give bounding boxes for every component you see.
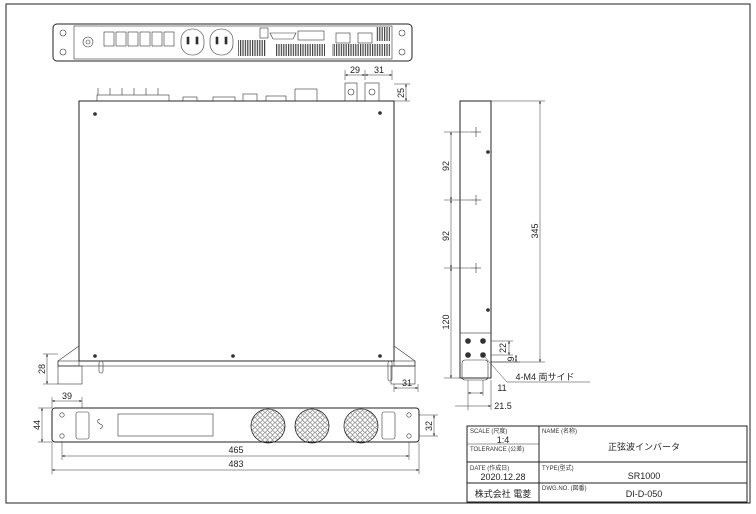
logo-icon [97, 418, 103, 430]
vent-grille-icon [294, 408, 330, 444]
dim-label: 39 [62, 391, 72, 401]
dim-label: 9 [506, 356, 516, 361]
ground-terminal-icon [82, 36, 94, 48]
mounting-hole-icon [59, 29, 67, 37]
type-value: SR1000 [628, 471, 661, 481]
mounting-hole-icon [398, 29, 406, 37]
rear-panel-view [52, 23, 413, 62]
dim-label: 465 [228, 445, 243, 455]
date-label: DATE (作成日) [470, 464, 509, 472]
drawing-number: DI-D-050 [626, 489, 663, 499]
date-value: 2020.12.28 [480, 472, 525, 482]
dim-label: 92 [441, 231, 451, 241]
product-name: 正弦波インバータ [608, 441, 680, 452]
front-view [51, 407, 420, 444]
hole-note: 4-M4 両サイド [515, 372, 574, 382]
dim-label: 32 [424, 421, 434, 431]
vent-grille-icon [343, 408, 379, 444]
dim-label: 25 [396, 88, 406, 98]
ac-outlet-icon [209, 28, 234, 56]
dim-label: 31 [402, 378, 412, 388]
switch-icon [357, 32, 373, 44]
dim-label: 29 [350, 65, 360, 75]
dim-label: 11 [497, 383, 506, 393]
vent-grille-icon [250, 408, 286, 444]
scale-label: SCALE (尺度) [470, 427, 507, 435]
dim-label: 44 [32, 420, 42, 430]
dimension-labels: 29 31 25 28 31 92 92 120 345 22 9 4-M4 両… [32, 65, 575, 469]
dim-label: 345 [530, 223, 540, 238]
dimension-lines [38, 70, 590, 474]
dim-label: 120 [441, 314, 451, 329]
sheet-border [5, 3, 751, 504]
company-name: 株式会社 電菱 [475, 488, 532, 499]
side-view [459, 100, 492, 381]
tolerance-label: TOLERANCE (公差) [470, 445, 524, 453]
dim-label: 92 [441, 161, 451, 171]
dim-label: 22 [498, 343, 508, 353]
mounting-hole-icon [59, 48, 67, 56]
scale-value: 1:4 [497, 435, 510, 445]
dim-label: 31 [374, 65, 384, 75]
top-view [57, 82, 416, 385]
switch-icon [335, 32, 351, 44]
dim-label: 21.5 [494, 401, 512, 411]
dim-label: 483 [228, 459, 243, 469]
title-block: SCALE (尺度) 1:4 TOLERANCE (公差) NAME (名称) … [466, 425, 748, 503]
serial-connector-icon [269, 32, 297, 40]
dim-label: 28 [37, 364, 47, 374]
ac-outlet-icon [180, 28, 205, 56]
name-label: NAME (名称) [542, 427, 577, 435]
type-label: TYPE(型式) [542, 464, 574, 472]
drawing-number-label: DWG.NO. (図番) [542, 485, 587, 492]
display-window [117, 413, 214, 437]
mounting-hole-icon [398, 48, 406, 56]
